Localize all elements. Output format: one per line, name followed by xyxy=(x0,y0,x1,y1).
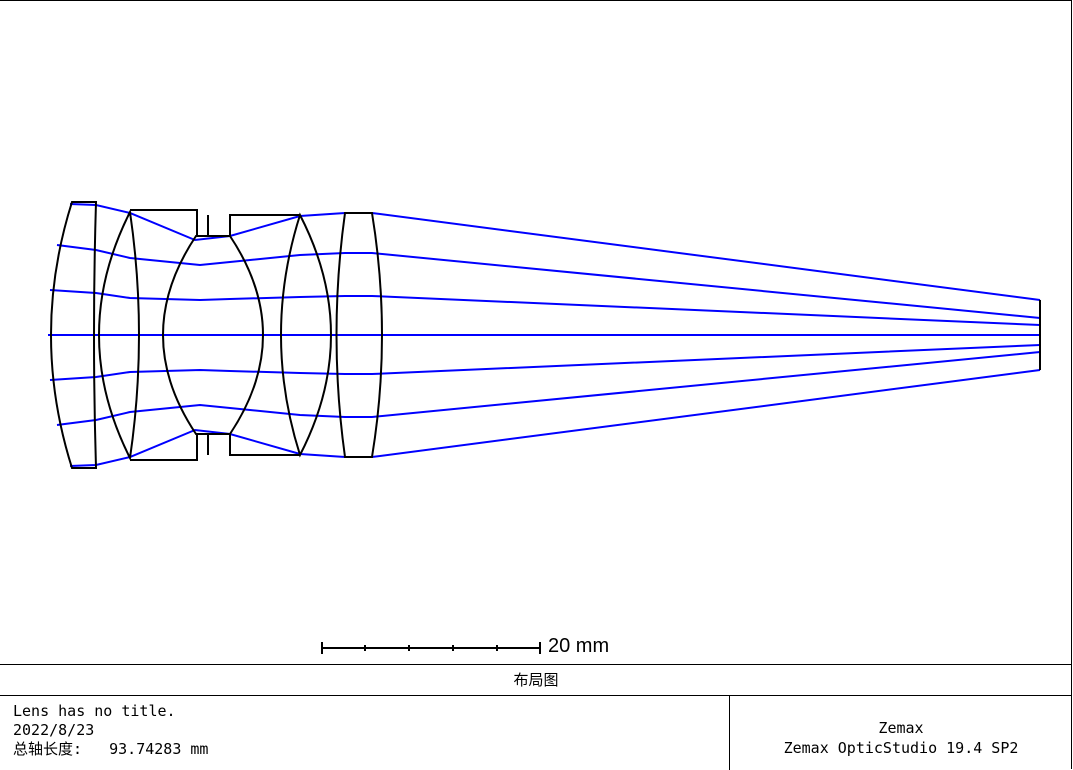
lens-title: Lens has no title. xyxy=(13,702,176,720)
scale-bar xyxy=(321,642,541,654)
ray-bundle xyxy=(48,203,1041,467)
lens-elements xyxy=(50,201,1041,469)
lens-element-1 xyxy=(50,201,98,469)
lens-element-5 xyxy=(335,212,383,458)
info-divider xyxy=(729,696,730,770)
plot-title: 布局图 xyxy=(0,664,1072,696)
vendor-company: Zemax xyxy=(878,719,924,737)
ray-2 xyxy=(56,244,1041,319)
scale-bar-label: 20 mm xyxy=(548,635,610,657)
ray-6 xyxy=(56,351,1041,426)
lens-layout-plot xyxy=(48,201,1041,654)
lens-element-4 xyxy=(280,212,332,458)
ray-3 xyxy=(49,289,1041,326)
ray-5 xyxy=(49,344,1041,381)
ray-7 xyxy=(69,369,1041,467)
vendor-product: Zemax OpticStudio 19.4 SP2 xyxy=(783,739,1019,757)
plot-date: 2022/8/23 xyxy=(13,721,95,739)
ray-1 xyxy=(69,203,1041,301)
lens-element-2 xyxy=(98,208,140,462)
lens-mount-2 xyxy=(229,214,300,456)
total-length-value: 93.74283 mm xyxy=(109,740,209,758)
total-length-label: 总轴长度: xyxy=(13,740,83,758)
total-length-row: 总轴长度: 93.74283 mm xyxy=(13,740,208,759)
lens-mount-1 xyxy=(130,209,198,461)
vendor-block: Zemax Zemax OpticStudio 19.4 SP2 xyxy=(730,718,1072,758)
